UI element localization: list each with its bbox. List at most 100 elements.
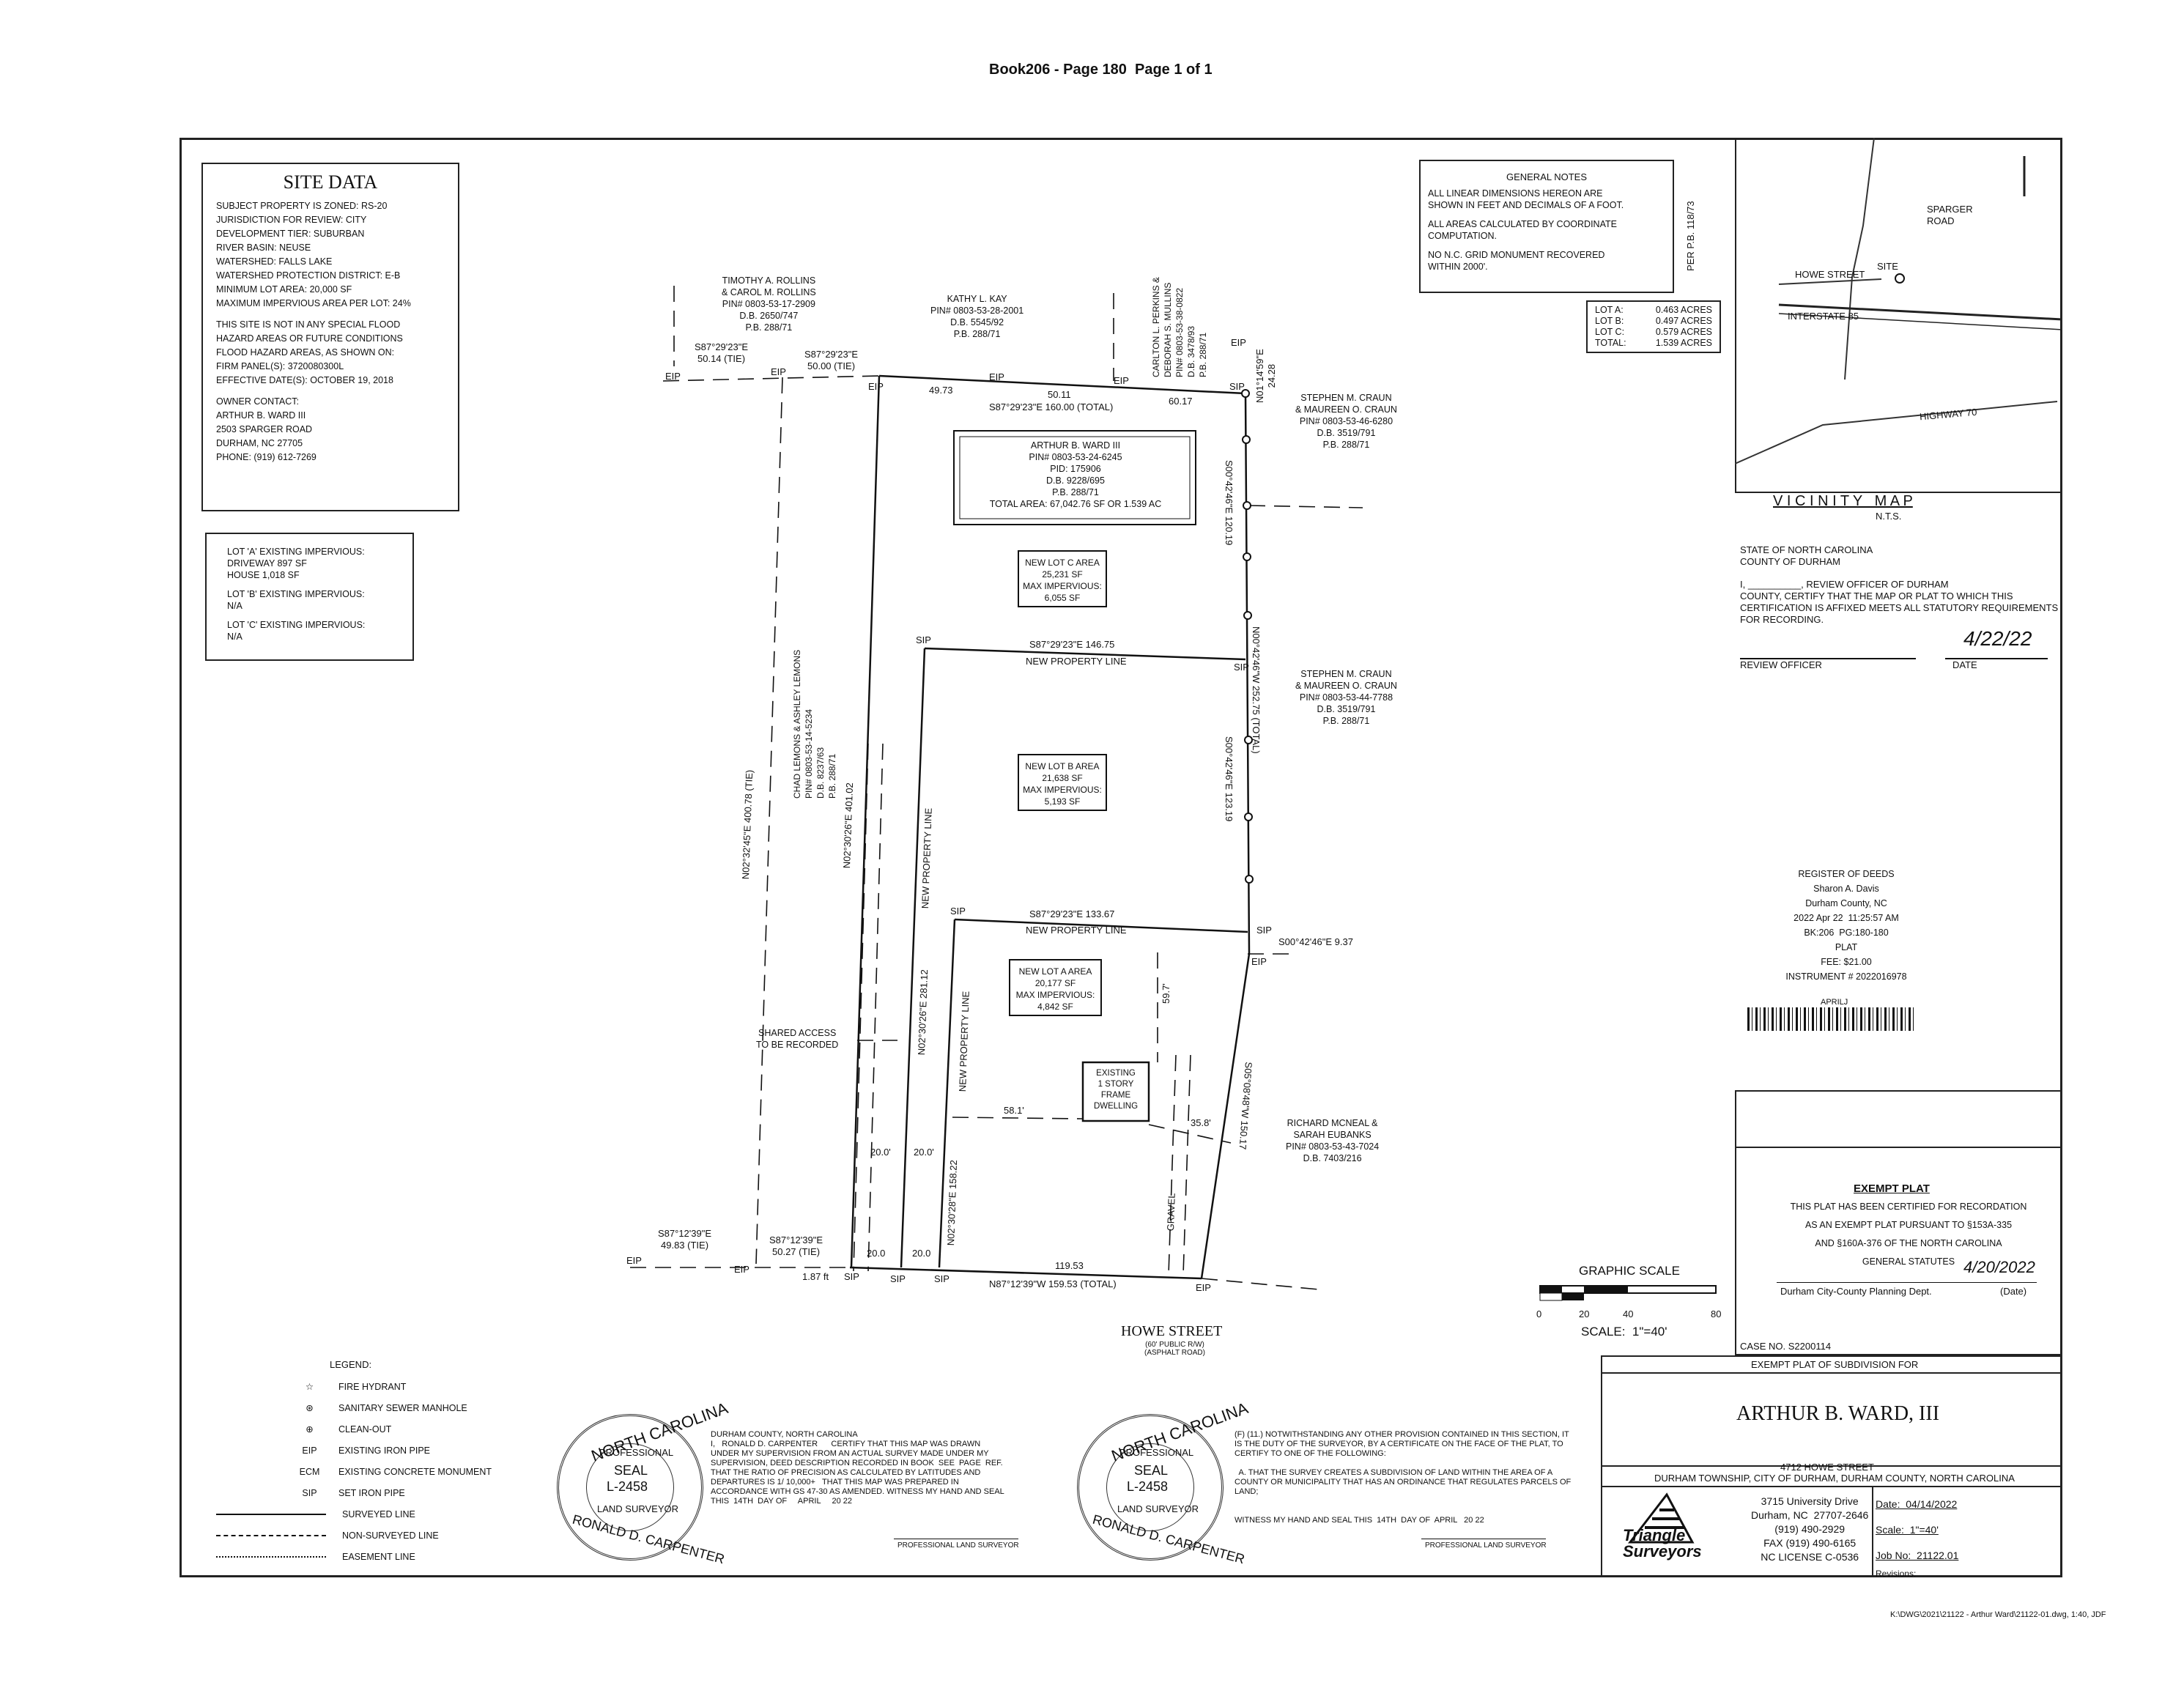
legend-symbol-icon bbox=[216, 1534, 326, 1536]
bearing-lot-a: S87°29'23"E 133.67 bbox=[1029, 908, 1115, 919]
craun-owner-2: STEPHEN M. CRAUN & MAUREEN O. CRAUN PIN#… bbox=[1295, 669, 1397, 726]
top-boundary-line bbox=[878, 374, 1246, 395]
site-data-line: FIRM PANEL(S): 3720080300L bbox=[216, 361, 344, 371]
bearing-top-2: S87°29'23"E 50.00 (TIE) bbox=[804, 349, 859, 371]
title-job: Job No: 21122.01 bbox=[1876, 1550, 1959, 1561]
bearing-top-3: 49.73 bbox=[929, 385, 953, 396]
bottom-boundary-line bbox=[849, 1266, 1202, 1280]
title-divider-3 bbox=[1601, 1486, 2062, 1487]
bearing-top-total: S87°29'23"E 160.00 (TOTAL) bbox=[989, 401, 1114, 412]
scale-tick-label: 40 bbox=[1623, 1308, 1634, 1319]
title-divider-1 bbox=[1601, 1372, 2062, 1374]
general-note-line: NO N.C. GRID MONUMENT RECOVERED bbox=[1428, 250, 1605, 260]
legend-item: ⊕CLEAN-OUT bbox=[289, 1418, 553, 1440]
lot-table-acres: 1.539 ACRES bbox=[1655, 338, 1712, 348]
lot-table-acres: 0.463 ACRES bbox=[1655, 305, 1712, 315]
iron-pipe-marker bbox=[1244, 736, 1253, 744]
eip-label: EIP bbox=[771, 366, 786, 377]
legend-symbol-icon: SIP bbox=[302, 1487, 317, 1498]
lot-b-area: NEW LOT B AREA 21,638 SF MAX IMPERVIOUS:… bbox=[1023, 761, 1102, 807]
general-notes-box: GENERAL NOTES ALL LINEAR DIMENSIONS HERE… bbox=[1419, 160, 1674, 293]
site-data-line: JURISDICTION FOR REVIEW: CITY bbox=[216, 215, 367, 225]
graphic-scale-text: SCALE: 1"=40' bbox=[1581, 1325, 1667, 1339]
title-scale: Scale: 1"=40' bbox=[1876, 1524, 1939, 1536]
surveyor-certificate-2: (F) (11.) NOTWITHSTANDING ANY OTHER PROV… bbox=[1234, 1430, 1572, 1525]
lot-table-lot: LOT C: bbox=[1595, 327, 1625, 337]
legend-item: NON-SURVEYED LINE bbox=[216, 1525, 553, 1546]
impervious-line: HOUSE 1,018 SF bbox=[227, 570, 300, 580]
title-heading: EXEMPT PLAT OF SUBDIVISION FOR bbox=[1751, 1359, 1919, 1370]
dim-58: 58.1' bbox=[1004, 1105, 1024, 1116]
bearing-bottom-5: 119.53 bbox=[1055, 1260, 1084, 1271]
legend-label: SURVEYED LINE bbox=[342, 1509, 415, 1519]
iron-pipe-marker bbox=[1244, 812, 1253, 821]
shared-access-label: SHARED ACCESS TO BE RECORDED bbox=[756, 1028, 839, 1050]
bearing-bottom-4: 20.0 bbox=[912, 1248, 931, 1259]
title-revisions: Revisions: bbox=[1876, 1569, 1917, 1579]
seal-1-seal: SEAL bbox=[614, 1463, 648, 1478]
impervious-line: N/A bbox=[227, 601, 243, 611]
site-data-line: WATERSHED: FALLS LAKE bbox=[216, 256, 333, 267]
legend-symbol-icon: ⊕ bbox=[306, 1424, 314, 1435]
dwelling-label: EXISTING 1 STORY FRAME DWELLING bbox=[1093, 1069, 1139, 1111]
legend-title: LEGEND: bbox=[330, 1359, 372, 1370]
review-officer-label: REVIEW OFFICER bbox=[1740, 659, 1822, 670]
iron-pipe-marker bbox=[1243, 611, 1252, 620]
register-line: PLAT bbox=[1835, 942, 1858, 952]
sip-label: SIP bbox=[934, 1273, 950, 1284]
review-date: 4/22/22 bbox=[1963, 627, 2032, 650]
sip-label: SIP bbox=[950, 906, 966, 917]
site-data-line: THIS SITE IS NOT IN ANY SPECIAL FLOOD bbox=[216, 319, 401, 330]
barcode-label: APRILJ bbox=[1821, 998, 1848, 1007]
lot-c-area: NEW LOT C AREA 25,231 SF MAX IMPERVIOUS:… bbox=[1023, 558, 1102, 603]
impervious-line: DRIVEWAY 897 SF bbox=[227, 558, 307, 569]
graphic-scale-bar bbox=[1539, 1285, 1717, 1301]
legend-label: SET IRON PIPE bbox=[338, 1487, 405, 1498]
lot-table-lot: LOT A: bbox=[1595, 305, 1624, 315]
site-data-line: OWNER CONTACT: bbox=[216, 396, 299, 407]
lot-b-a-line bbox=[954, 918, 1248, 933]
lot-table-row: LOT B:0.497 ACRES bbox=[1595, 316, 1712, 327]
bearing-bottom-3: 1.87 ft bbox=[802, 1271, 829, 1282]
eip-label: EIP bbox=[1114, 375, 1129, 386]
vicinity-title: V I C I N I T Y M A P bbox=[1773, 493, 1913, 509]
cert2-sig-label: PROFESSIONAL LAND SURVEYOR bbox=[1425, 1541, 1547, 1550]
non-surveyed-bottom-east bbox=[1201, 1278, 1319, 1290]
legend-label: EASEMENT LINE bbox=[342, 1551, 415, 1562]
company-name: Triangle Surveyors bbox=[1623, 1526, 1702, 1561]
general-notes-title: GENERAL NOTES bbox=[1506, 171, 1588, 182]
eip-label: EIP bbox=[989, 371, 1004, 382]
vicinity-sparger-label: SPARGER ROAD bbox=[1927, 204, 1973, 226]
cert1-sig-label: PROFESSIONAL LAND SURVEYOR bbox=[897, 1541, 1019, 1550]
new-property-line-label-c: NEW PROPERTY LINE bbox=[1026, 656, 1127, 667]
seal-2-num: L-2458 bbox=[1127, 1479, 1169, 1494]
legend-item: SIP SET IRON PIPE bbox=[289, 1482, 553, 1503]
exempt-line: AND §160A-376 OF THE NORTH CAROLINA bbox=[1815, 1238, 2002, 1248]
scale-tick-label: 0 bbox=[1536, 1308, 1542, 1319]
seal-1-num: L-2458 bbox=[607, 1479, 648, 1494]
eip-label: EIP bbox=[868, 381, 884, 392]
rollins-owner: TIMOTHY A. ROLLINS & CAROL M. ROLLINS PI… bbox=[722, 275, 816, 333]
site-data-line: MAXIMUM IMPERVIOUS AREA PER LOT: 24% bbox=[216, 298, 411, 308]
iron-pipe-marker bbox=[1241, 389, 1250, 398]
ward-info-inner bbox=[959, 436, 1191, 519]
title-street: 4712 HOWE STREET bbox=[1780, 1462, 1874, 1473]
register-line: BK:206 PG:180-180 bbox=[1804, 928, 1889, 938]
lot-a-area: NEW LOT A AREA 20,177 SF MAX IMPERVIOUS:… bbox=[1015, 966, 1095, 1012]
vicinity-map-frame bbox=[1735, 138, 2062, 493]
vicinity-site-label: SITE bbox=[1877, 261, 1898, 272]
legend-symbol-icon: ECM bbox=[299, 1466, 320, 1477]
dim-20-c: 20.0 bbox=[867, 1248, 886, 1259]
seal-2-prof: PROFESSIONAL bbox=[1119, 1447, 1194, 1458]
barcode-image bbox=[1747, 1007, 1916, 1031]
site-data-box: SITE DATA SUBJECT PROPERTY IS ZONED: RS-… bbox=[201, 163, 459, 511]
impervious-line: LOT 'B' EXISTING IMPERVIOUS: bbox=[227, 589, 365, 599]
title-township: DURHAM TOWNSHIP, CITY OF DURHAM, DURHAM … bbox=[1654, 1473, 2015, 1484]
highway-70-line bbox=[1735, 401, 2058, 464]
